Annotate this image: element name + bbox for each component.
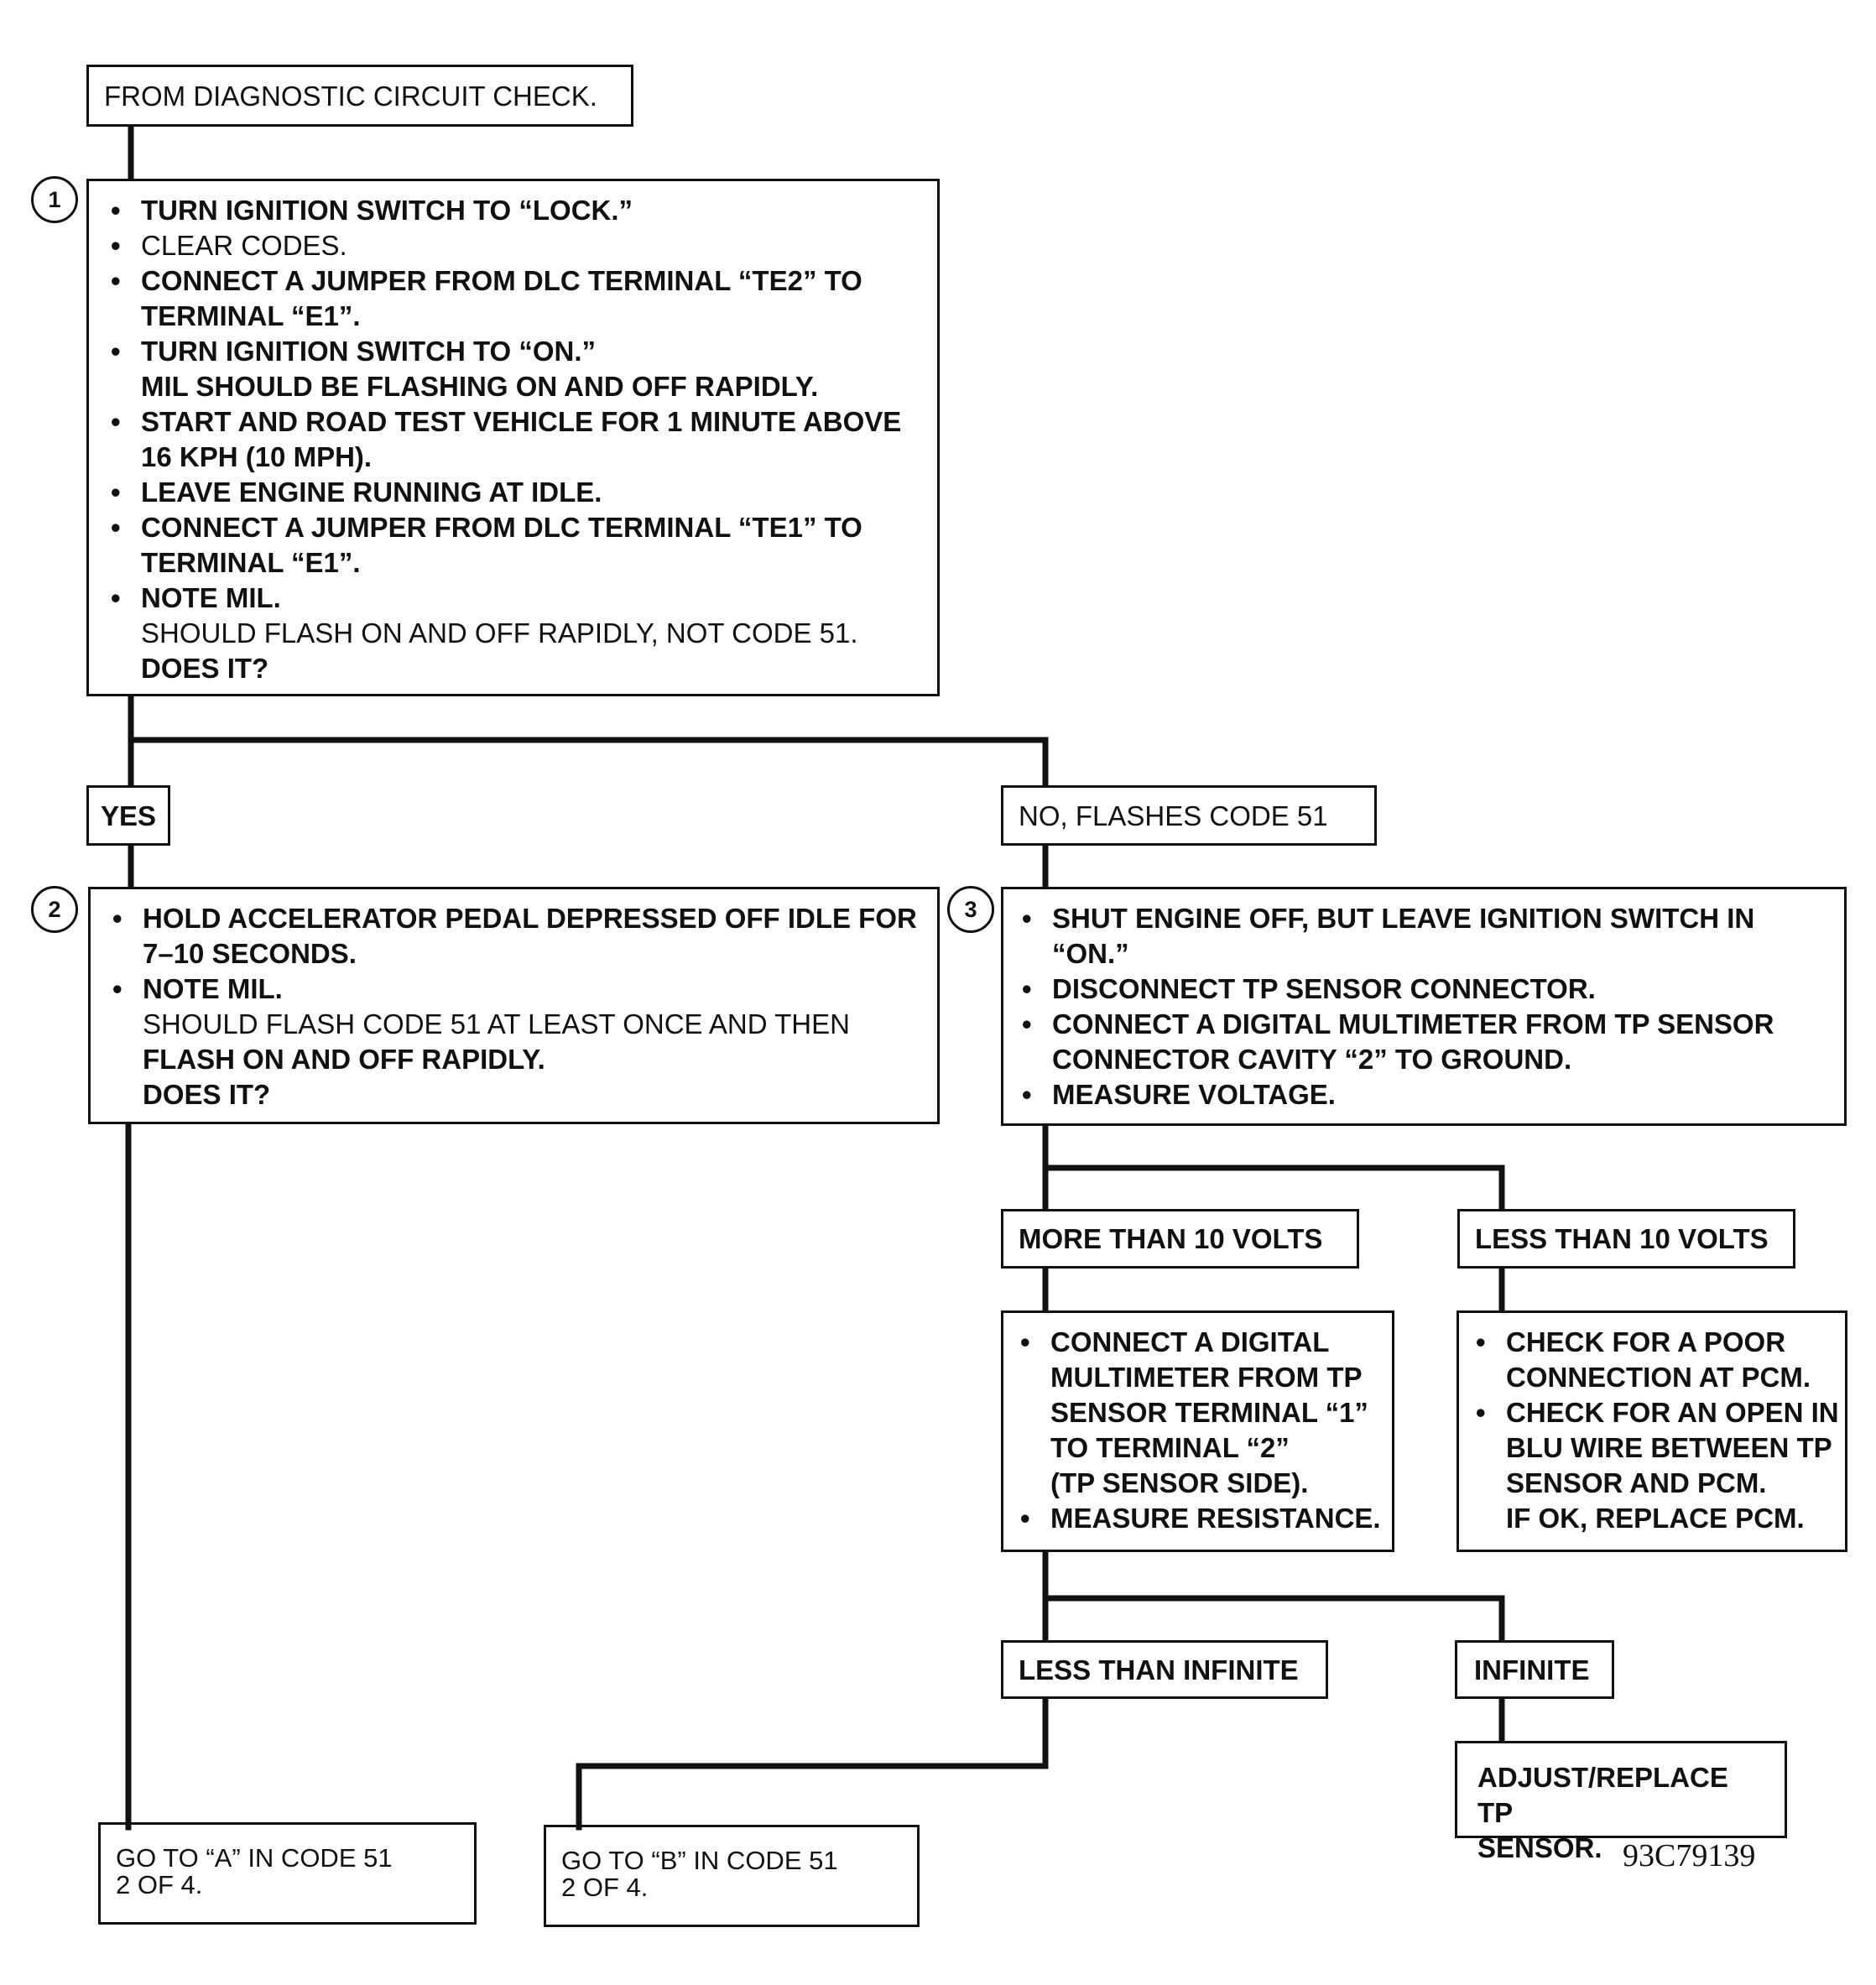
goto-b-line-1: GO TO “B” IN CODE 51 [561, 1846, 838, 1875]
step-3-item-1-line-2: “ON.” [1052, 938, 1129, 969]
start-box: FROM DIAGNOSTIC CIRCUIT CHECK. [86, 65, 633, 127]
step-1-item-1-line-1: TURN IGNITION SWITCH TO “LOCK.” [141, 195, 633, 226]
resistance-item-1-line-4: TO TERMINAL “2” [1050, 1432, 1290, 1463]
less-than-infinite-box: LESS THAN INFINITE [1001, 1640, 1328, 1699]
pcm-item-2-line-3: SENSOR AND PCM. [1506, 1467, 1767, 1498]
step-1-note: SHOULD FLASH ON AND OFF RAPIDLY, NOT COD… [141, 617, 858, 649]
step-1-item-5: START AND ROAD TEST VEHICLE FOR 1 MINUTE… [111, 404, 922, 475]
no-label: NO, FLASHES CODE 51 [1019, 800, 1328, 831]
step-1-item-8-line-1: NOTE MIL. [141, 582, 281, 613]
step-1-item-3-line-2: TERMINAL “E1”. [141, 300, 361, 331]
step-2-item-1-line-1: HOLD ACCELERATOR PEDAL DEPRESSED OFF IDL… [143, 903, 917, 934]
measure-resistance-box: CONNECT A DIGITAL MULTIMETER FROM TP SENSO… [1001, 1310, 1394, 1552]
resistance-item-2-line-1: MEASURE RESISTANCE. [1050, 1503, 1381, 1534]
step-1-item-2: CLEAR CODES. [111, 228, 922, 263]
pcm-item-2-line-4: IF OK, REPLACE PCM. [1506, 1503, 1805, 1534]
step-3-item-4-line-1: MEASURE VOLTAGE. [1052, 1079, 1336, 1110]
step-3-item-3: CONNECT A DIGITAL MULTIMETER FROM TP SEN… [1022, 1007, 1836, 1077]
step-1-item-7-line-2: TERMINAL “E1”. [141, 547, 361, 578]
step-3-list: SHUT ENGINE OFF, BUT LEAVE IGNITION SWIT… [1022, 901, 1836, 1112]
resistance-item-2: MEASURE RESISTANCE. [1020, 1501, 1387, 1536]
resistance-item-1: CONNECT A DIGITAL MULTIMETER FROM TP SENSO… [1020, 1325, 1387, 1501]
pcm-item-2-line-1: CHECK FOR AN OPEN IN [1506, 1397, 1839, 1428]
infinite-label: INFINITE [1474, 1654, 1590, 1685]
goto-b-box: GO TO “B” IN CODE 51 2 OF 4. [544, 1825, 920, 1927]
adjust-line-2: SENSOR. [1477, 1832, 1602, 1863]
step-2-note: SHOULD FLASH CODE 51 AT LEAST ONCE AND T… [143, 1008, 850, 1039]
adjust-replace-box: ADJUST/REPLACE TP SENSOR. [1455, 1741, 1787, 1863]
step-1-item-5-line-1: START AND ROAD TEST VEHICLE FOR 1 MINUTE… [141, 406, 902, 437]
step-1-question: DOES IT? [141, 653, 269, 684]
yes-label-box: YES [86, 785, 170, 846]
line-step3-split [1042, 1123, 1505, 1211]
step-1-item-2-line-1: CLEAR CODES. [141, 230, 347, 261]
step-1-number: 1 [31, 176, 78, 223]
step-1-item-7: CONNECT A JUMPER FROM DLC TERMINAL “TE1”… [111, 510, 922, 581]
step-2-item-2-line-1: NOTE MIL. [143, 973, 283, 1004]
goto-a-line-1: GO TO “A” IN CODE 51 [116, 1843, 393, 1873]
goto-a-line-2: 2 OF 4. [116, 1870, 203, 1899]
step-2-item-1: HOLD ACCELERATOR PEDAL DEPRESSED OFF IDL… [112, 901, 929, 972]
step-1-item-8: NOTE MIL. [111, 581, 922, 616]
step-1-item-7-line-1: CONNECT A JUMPER FROM DLC TERMINAL “TE1”… [141, 512, 862, 543]
pcm-item-2: CHECK FOR AN OPEN IN BLU WIRE BETWEEN TP S… [1476, 1395, 1842, 1536]
step-2-item-2: NOTE MIL. [112, 972, 929, 1007]
step-3-number: 3 [947, 886, 994, 933]
step-3-item-2-line-1: DISCONNECT TP SENSOR CONNECTOR. [1052, 973, 1596, 1004]
step-3-item-3-line-1: CONNECT A DIGITAL MULTIMETER FROM TP SEN… [1052, 1008, 1774, 1039]
step-3-item-4: MEASURE VOLTAGE. [1022, 1077, 1836, 1112]
step-1-box: TURN IGNITION SWITCH TO “LOCK.” CLEAR COD… [86, 179, 940, 696]
step-1-item-6-line-1: LEAVE ENGINE RUNNING AT IDLE. [141, 477, 602, 508]
less-than-10-volts-label: LESS THAN 10 VOLTS [1475, 1223, 1769, 1254]
line-step1-split [128, 693, 1049, 788]
resistance-item-1-line-1: CONNECT A DIGITAL [1050, 1326, 1330, 1357]
pcm-item-1-line-2: CONNECTION AT PCM. [1506, 1362, 1811, 1393]
step-1-item-3: CONNECT A JUMPER FROM DLC TERMINAL “TE2”… [111, 263, 922, 334]
step-1-item-1: TURN IGNITION SWITCH TO “LOCK.” [111, 193, 922, 228]
line-less-than-infinite-to-goto-b [576, 1696, 1049, 1831]
start-label: FROM DIAGNOSTIC CIRCUIT CHECK. [104, 80, 597, 112]
less-than-10-volts-box: LESS THAN 10 VOLTS [1457, 1209, 1795, 1269]
step-3-item-1-line-1: SHUT ENGINE OFF, BUT LEAVE IGNITION SWIT… [1052, 903, 1755, 934]
step-3-item-3-line-2: CONNECTOR CAVITY “2” TO GROUND. [1052, 1044, 1572, 1075]
step-1-list: TURN IGNITION SWITCH TO “LOCK.” CLEAR COD… [111, 193, 922, 616]
step-2-box: HOLD ACCELERATOR PEDAL DEPRESSED OFF IDL… [88, 887, 940, 1124]
no-label-box: NO, FLASHES CODE 51 [1001, 785, 1377, 846]
pcm-item-2-line-2: BLU WIRE BETWEEN TP [1506, 1432, 1832, 1463]
step-1-item-4-line-2: MIL SHOULD BE FLASHING ON AND OFF RAPIDL… [141, 371, 819, 402]
step-3-box: SHUT ENGINE OFF, BUT LEAVE IGNITION SWIT… [1001, 887, 1847, 1126]
step-1-item-4: TURN IGNITION SWITCH TO “ON.” MIL SHOULD … [111, 334, 922, 404]
step-2-list: HOLD ACCELERATOR PEDAL DEPRESSED OFF IDL… [112, 901, 929, 1007]
line-resistance-split [1042, 1549, 1505, 1644]
step-2-number: 2 [31, 886, 78, 933]
pcm-item-1-line-1: CHECK FOR A POOR [1506, 1326, 1786, 1357]
figure-id: 93C79139 [1623, 1838, 1756, 1873]
step-1-item-6: LEAVE ENGINE RUNNING AT IDLE. [111, 475, 922, 510]
resistance-item-1-line-5: (TP SENSOR SIDE). [1050, 1467, 1309, 1498]
step-1-item-5-line-2: 16 KPH (10 MPH). [141, 441, 373, 472]
pcm-item-1: CHECK FOR A POOR CONNECTION AT PCM. [1476, 1325, 1842, 1395]
resistance-list: CONNECT A DIGITAL MULTIMETER FROM TP SENSO… [1020, 1325, 1387, 1536]
resistance-item-1-line-3: SENSOR TERMINAL “1” [1050, 1397, 1368, 1428]
goto-a-box: GO TO “A” IN CODE 51 2 OF 4. [98, 1822, 477, 1925]
step-1-item-4-line-1: TURN IGNITION SWITCH TO “ON.” [141, 336, 597, 367]
resistance-item-1-line-2: MULTIMETER FROM TP [1050, 1362, 1363, 1393]
infinite-box: INFINITE [1455, 1640, 1614, 1699]
goto-b-line-2: 2 OF 4. [561, 1873, 649, 1902]
yes-label: YES [101, 800, 157, 831]
adjust-line-1: ADJUST/REPLACE TP [1477, 1762, 1728, 1828]
more-than-10-volts-label: MORE THAN 10 VOLTS [1019, 1223, 1323, 1254]
less-than-infinite-label: LESS THAN INFINITE [1019, 1654, 1299, 1685]
more-than-10-volts-box: MORE THAN 10 VOLTS [1001, 1209, 1359, 1269]
step-3-item-2: DISCONNECT TP SENSOR CONNECTOR. [1022, 972, 1836, 1007]
step-2-question: DOES IT? [143, 1079, 271, 1110]
step-2-note-2: FLASH ON AND OFF RAPIDLY. [143, 1044, 545, 1075]
step-1-item-3-line-1: CONNECT A JUMPER FROM DLC TERMINAL “TE2”… [141, 265, 862, 296]
step-3-item-1: SHUT ENGINE OFF, BUT LEAVE IGNITION SWIT… [1022, 901, 1836, 972]
step-2-item-1-line-2: 7–10 SECONDS. [143, 938, 357, 969]
